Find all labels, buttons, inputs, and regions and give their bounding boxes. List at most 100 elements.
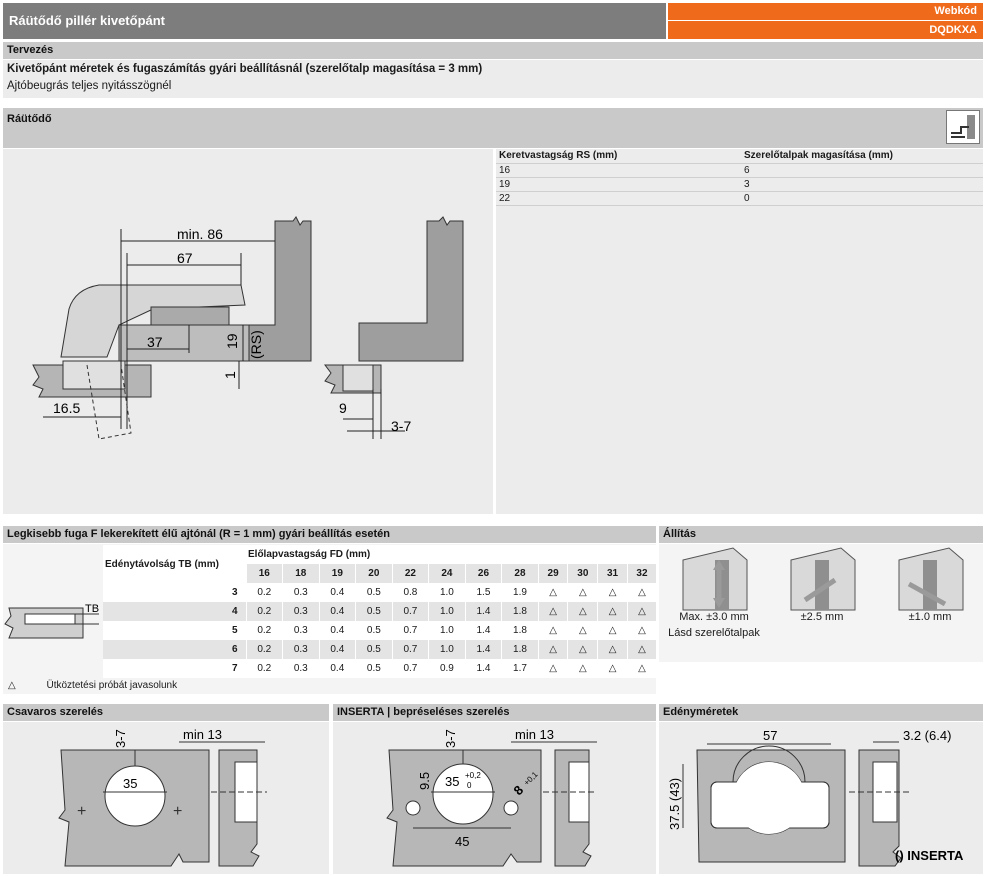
edeny-dim-37-5: 37.5 (43) xyxy=(667,778,682,830)
ins-dim-tol-up: +0,2 xyxy=(465,771,481,780)
svg-text:+: + xyxy=(173,803,182,820)
adjust-3-text: ±1.0 mm xyxy=(908,611,952,623)
rs-cell: 0 xyxy=(741,191,983,206)
fuga-cell: 1.8 xyxy=(501,602,539,621)
fuga-table: Edénytávolság TB (mm) Előlapvastagság FD… xyxy=(103,545,656,678)
dim-67: 67 xyxy=(177,250,193,266)
rs-cell: 3 xyxy=(741,177,983,192)
hinge-arm xyxy=(60,284,246,358)
fuga-cell: 1.4 xyxy=(464,602,502,621)
edeny-drawing: 57 3.2 (6.4) 37.5 (43) () INSERTA xyxy=(667,728,964,867)
csav-dim-35: 35 xyxy=(123,776,137,791)
fuga-cell: 1.8 xyxy=(501,640,539,659)
rs-cell: 16 xyxy=(496,163,741,178)
depth-adjust-icon xyxy=(682,547,748,611)
fuga-cell: 0.3 xyxy=(282,659,320,678)
svg-text:+: + xyxy=(77,803,86,820)
edeny-dim-57: 57 xyxy=(763,728,777,743)
ins-dim-tol-dn: 0 xyxy=(467,781,472,790)
fuga-col-header: 29 xyxy=(537,564,568,583)
fuga-cell: △ xyxy=(626,583,656,602)
fuga-cell: 1.0 xyxy=(428,583,466,602)
rautodo-table-panel: Keretvastagság RS (mm) Szerelőtalpak mag… xyxy=(496,149,983,514)
fuga-rowhead: Edénytávolság TB (mm) xyxy=(103,545,246,583)
fuga-col-header: 19 xyxy=(318,564,356,583)
rs-cell: 6 xyxy=(741,163,983,178)
tervezes-line2: Ajtóbeugrás teljes nyitásszögnél xyxy=(7,80,172,92)
dim-16-5: 16.5 xyxy=(53,400,80,416)
allitas-header: Állítás xyxy=(659,526,983,543)
note-symbol: △ xyxy=(8,680,16,691)
fuga-cell: △ xyxy=(537,602,568,621)
fuga-cell: △ xyxy=(597,602,628,621)
ins-dim-9-5: 9.5 xyxy=(417,772,432,790)
fuga-cell: 1.4 xyxy=(464,659,502,678)
side-adjust-icon xyxy=(790,547,856,611)
rs-cell: 22 xyxy=(496,191,741,206)
fuga-cell: △ xyxy=(626,659,656,678)
fuga-cell: 0.9 xyxy=(428,659,466,678)
rs-table: Keretvastagság RS (mm) Szerelőtalpak mag… xyxy=(496,149,983,206)
fuga-col-header: 16 xyxy=(245,564,283,583)
fuga-cell: 1.9 xyxy=(501,583,539,602)
fuga-cell: △ xyxy=(597,583,628,602)
fuga-header: Legkisebb fuga F lekerekített élű ajtóná… xyxy=(3,526,656,543)
edeny-inserta-note: () INSERTA xyxy=(895,848,964,863)
edeny-dim-3-2: 3.2 (6.4) xyxy=(903,728,951,743)
note-text: Ütköztetési próbát javasolunk xyxy=(46,680,178,691)
fuga-cell: 0.5 xyxy=(355,583,393,602)
ins-dim-3-7: 3-7 xyxy=(443,729,458,748)
dim-1: 1 xyxy=(222,371,238,379)
fuga-cell: △ xyxy=(626,640,656,659)
tervezes-header: Tervezés xyxy=(3,42,983,59)
csavaros-header: Csavaros szerelés xyxy=(3,704,329,721)
fuga-cell: 1.8 xyxy=(501,621,539,640)
dim-37: 37 xyxy=(147,334,163,350)
fuga-cell: 0.2 xyxy=(245,602,283,621)
fuga-col-header: 20 xyxy=(355,564,393,583)
fuga-cell: 0.3 xyxy=(282,602,320,621)
mounting-plate xyxy=(150,306,230,326)
fuga-col-header: 22 xyxy=(391,564,429,583)
fuga-cell: 0.2 xyxy=(245,583,283,602)
fuga-row-tb: 5 xyxy=(103,621,246,640)
dim-rs: (RS) xyxy=(248,330,264,359)
fuga-cell: 0.5 xyxy=(355,621,393,640)
title-bar: Ráütődő pillér kivetőpánt xyxy=(3,3,666,39)
fuga-cell: 0.5 xyxy=(355,659,393,678)
fuga-cell: 0.4 xyxy=(318,640,356,659)
fuga-cell: △ xyxy=(597,640,628,659)
tervezes-body: Kivetőpánt méretek és fugaszámítás gyári… xyxy=(3,60,983,98)
fuga-cell: 0.4 xyxy=(318,659,356,678)
fuga-cell: △ xyxy=(537,583,568,602)
fuga-cell: 1.4 xyxy=(464,621,502,640)
fuga-cell: 0.7 xyxy=(391,602,429,621)
tb-label: TB xyxy=(85,603,99,615)
tervezes-line1: Kivetőpánt méretek és fugaszámítás gyári… xyxy=(7,63,483,75)
fuga-cell: 0.3 xyxy=(282,621,320,640)
page-title: Ráütődő pillér kivetőpánt xyxy=(9,13,166,28)
fuga-cell: △ xyxy=(626,621,656,640)
fuga-cell: △ xyxy=(567,583,598,602)
fuga-cell: 0.2 xyxy=(245,621,283,640)
fuga-cell: 1.7 xyxy=(501,659,539,678)
fuga-row-tb: 3 xyxy=(103,583,246,602)
webkod-value[interactable]: DQDKXA xyxy=(668,21,983,39)
fuga-cell: △ xyxy=(567,659,598,678)
fuga-cell: 1.0 xyxy=(428,602,466,621)
rs-col2: Szerelőtalpak magasítása (mm) xyxy=(741,149,983,164)
fuga-cell: 0.7 xyxy=(391,659,429,678)
height-adjust-icon xyxy=(898,547,964,611)
rautodo-header: Ráütődő xyxy=(3,108,983,148)
adjust-icons xyxy=(682,547,964,611)
adjust-2-text: ±2.5 mm xyxy=(800,611,844,623)
fuga-cell: 0.3 xyxy=(282,583,320,602)
hinge-drawing: min. 86 67 37 19 (RS) 1 16.5 9 3-7 xyxy=(32,216,464,440)
fuga-cell: △ xyxy=(567,640,598,659)
csav-dim-min13: min 13 xyxy=(183,727,222,742)
